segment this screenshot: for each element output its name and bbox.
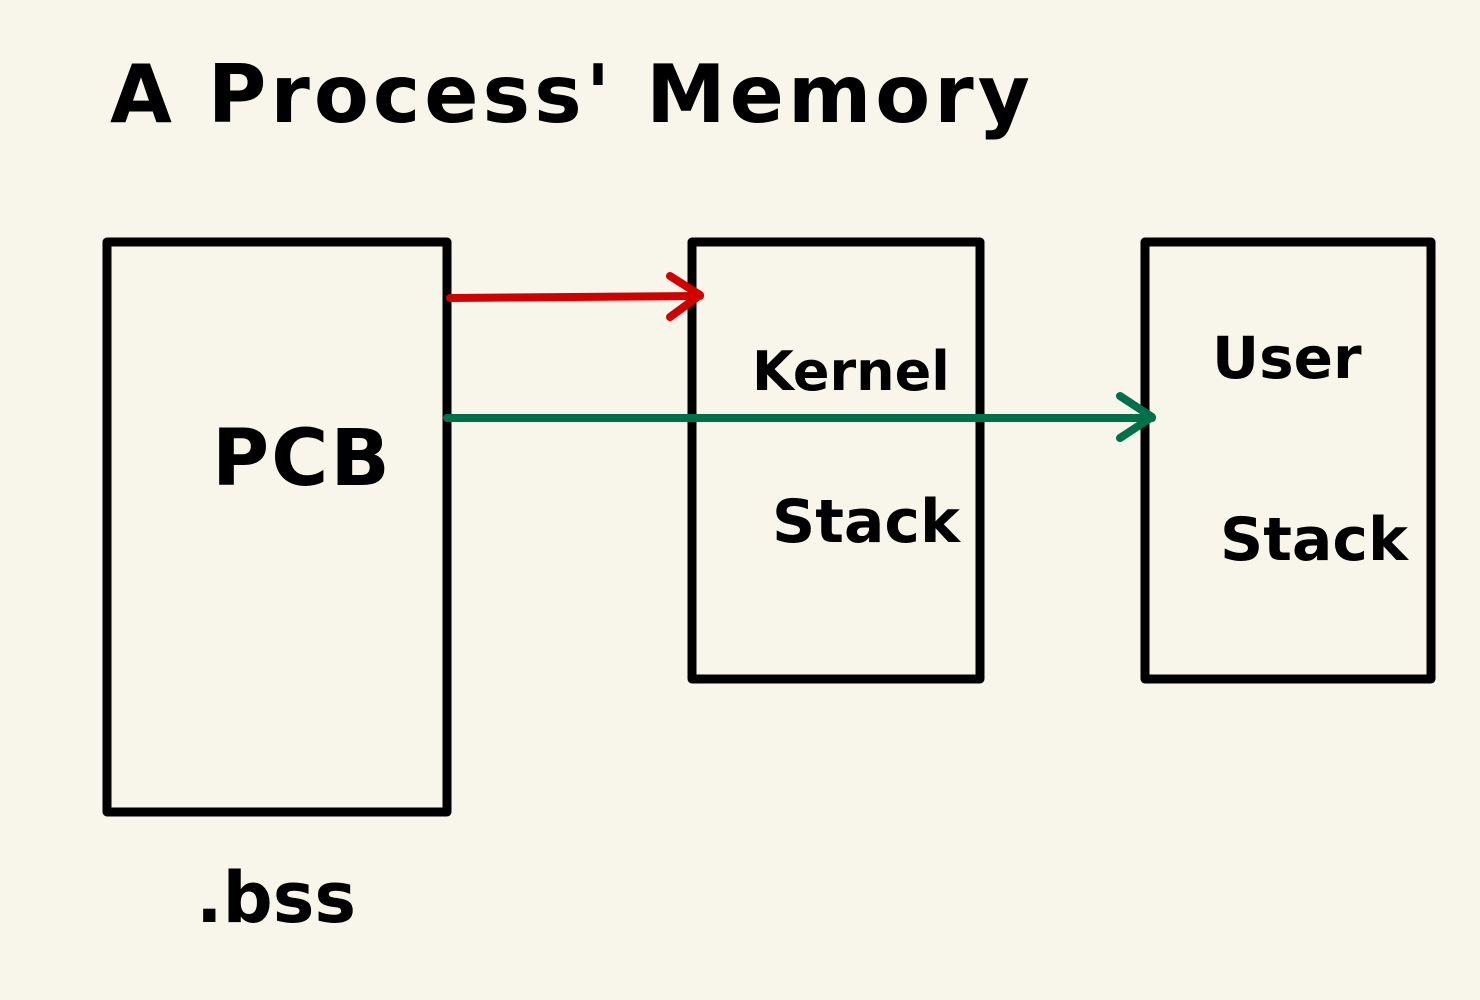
user-stack-box <box>1140 237 1436 684</box>
bss-caption: .bss <box>196 857 356 939</box>
pcb-label: PCB <box>212 414 392 504</box>
user-stack-label-line1: User <box>1212 324 1362 392</box>
pcb-to-user-stack-arrow <box>443 392 1156 442</box>
diagram-title: A Process' Memory <box>110 48 1034 141</box>
red-arrow-shaft <box>446 292 704 302</box>
kernel-stack-label-line2: Stack <box>772 487 962 557</box>
pcb-to-kernel-stack-arrow <box>446 272 704 321</box>
red-arrow-head <box>666 272 704 321</box>
pcb-box <box>102 237 452 817</box>
user-stack-label-line2: Stack <box>1220 505 1410 575</box>
green-arrow-head <box>1116 392 1156 442</box>
kernel-stack-box <box>687 237 985 684</box>
kernel-stack-label-line1: Kernel <box>752 340 950 403</box>
